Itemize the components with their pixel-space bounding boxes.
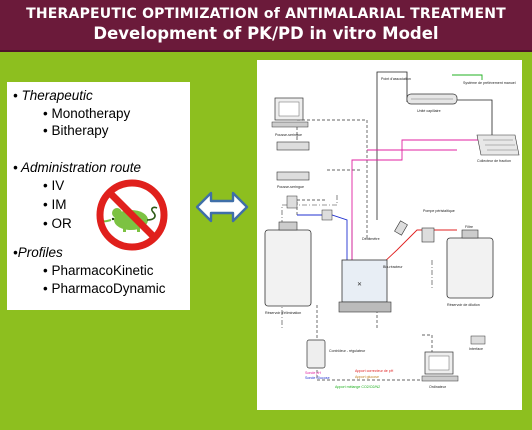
therapeutic-item-monotherapy: • Monotherapy [43, 106, 131, 121]
svg-text:✕: ✕ [357, 282, 362, 288]
criteria-panel: • Therapeutic • Monotherapy • Bitherapy … [7, 82, 190, 310]
profile-item-pd: • PharmacoDynamic [43, 281, 166, 296]
label-reservoir-elimination: Réservoir d'élimination [265, 311, 301, 315]
label-apport-melange: Apport mélange CO2/O2/N2 [335, 385, 380, 389]
label-debitmetre: Débitmètre [362, 237, 380, 241]
profile-item-pk: • PharmacoKinetic [43, 263, 154, 278]
label-ordinateur: Ordinateur [429, 385, 447, 389]
label-pousse-seringue-1: Pousse-seringue [275, 133, 302, 137]
title-banner: THERAPEUTIC OPTIMIZATION of ANTIMALARIAL… [0, 0, 532, 52]
label-pompe: Pompe péristaltique [423, 209, 455, 213]
double-arrow-icon [195, 191, 249, 223]
route-item-or: • OR [43, 216, 72, 231]
peristaltic-pump-icon [421, 227, 435, 243]
label-bio-reacteur: Bio-réacteur [383, 265, 403, 269]
therapeutic-header: • Therapeutic [13, 88, 93, 103]
label-collecteur: Collecteur de fraction [477, 159, 511, 163]
label-sonde-glucose: Sonde Glucose [305, 376, 330, 380]
syringe-pump-2 [276, 171, 310, 181]
label-systeme-prelevement: Système de prélèvement manuel [463, 81, 516, 85]
syringe-pump-1 [276, 141, 310, 151]
flowmeter-icon [394, 220, 408, 236]
fraction-collector-icon [476, 134, 520, 156]
label-controleur: Contrôleur - régulateur [329, 349, 366, 353]
therapeutic-item-bitherapy: • Bitherapy [43, 123, 109, 138]
route-item-im: • IM [43, 197, 67, 212]
slide-subtitle: Development of PK/PD in vitro Model [93, 24, 439, 43]
label-unite-capillaire: Unité capillaire [417, 109, 441, 113]
computer-bottom-icon [421, 351, 459, 382]
label-reservoir-dilution: Réservoir de dilution [447, 303, 480, 307]
route-item-iv: • IV [43, 178, 65, 193]
label-interface: Interface [469, 347, 483, 351]
pkpd-model-diagram: ✕ Pousse-seringue Pousse-seringue Point … [257, 60, 522, 410]
label-apport-glucose: Apport glucose [355, 375, 379, 379]
label-sonde-ph: Sonde pH [305, 371, 321, 375]
interface-icon [470, 335, 486, 345]
label-point-association: Point d'association [381, 77, 411, 81]
capillary-unit [406, 93, 458, 105]
elimination-reservoir-icon [264, 221, 312, 307]
label-pousse-seringue-2: Pousse-seringue [277, 185, 304, 189]
slide-title: THERAPEUTIC OPTIMIZATION of ANTIMALARIAL… [26, 6, 506, 22]
controller-icon [306, 339, 326, 369]
no-animal-testing-icon [96, 179, 168, 251]
profiles-header: •Profiles [13, 245, 63, 260]
bioreactor-icon: ✕ [338, 259, 392, 313]
computer-top-icon [271, 97, 309, 128]
label-apport-ph: Apport correcteur de pH [355, 369, 394, 373]
dilution-reservoir-icon [446, 229, 494, 299]
label-filtre: Filtre [465, 225, 473, 229]
route-header: • Administration route [13, 160, 142, 175]
